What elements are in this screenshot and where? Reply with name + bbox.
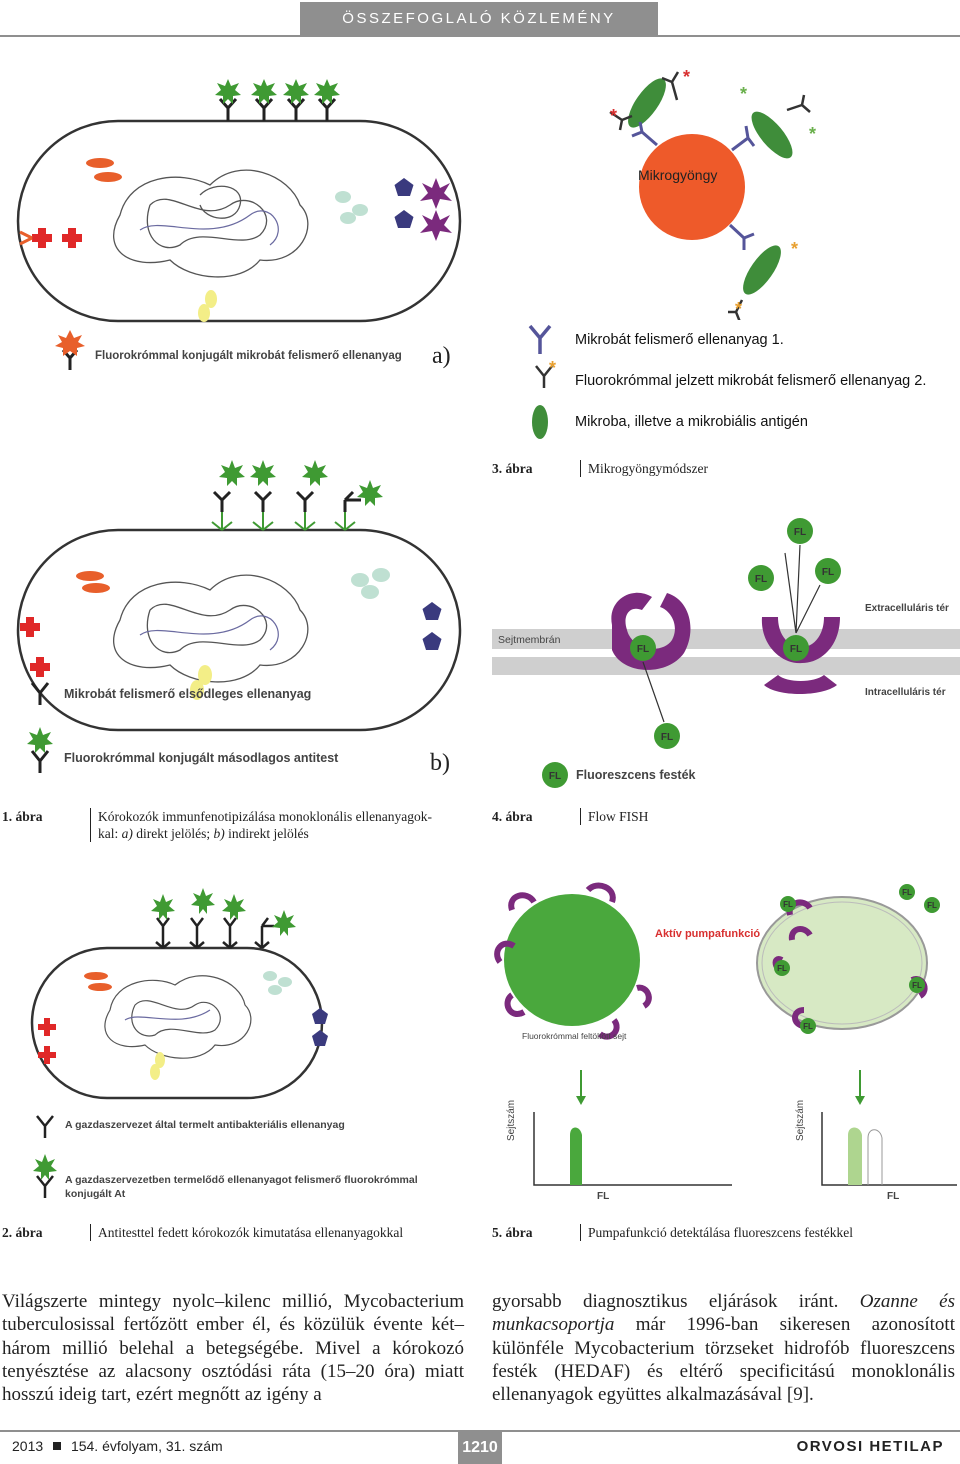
histogram-1-y-axis: Sejtszám: [506, 1099, 517, 1141]
figure-2-caption: 2. ábra Antitesttel fedett kórokozók kim…: [2, 1224, 472, 1244]
svg-text:FL: FL: [902, 888, 912, 897]
journal-name: ORVOSI HETILAP: [796, 1438, 944, 1455]
caption-separator: [580, 808, 581, 825]
figure-3-legend-1: Mikrobát felismerő ellenanyag 1.: [575, 332, 784, 348]
figure-2: [30, 888, 328, 1198]
svg-text:FL: FL: [912, 981, 922, 990]
figure-1b-legend-primary: Mikrobát felismerő elsődleges ellenanyag: [64, 687, 312, 701]
figure-1b-legend-icon-secondary: [27, 727, 53, 773]
caption-separator: [90, 808, 91, 842]
svg-text:*: *: [549, 358, 556, 378]
svg-text:*: *: [809, 124, 816, 144]
histogram-2-x-axis: FL: [887, 1191, 900, 1202]
legend-microbe-icon: [532, 405, 548, 439]
fl-label: FL: [755, 574, 767, 585]
figure-2-legend-2: A gazdaszervezetben termelődő ellenanyag…: [65, 1174, 418, 1200]
figure-2-caption-label: 2. ábra: [2, 1225, 43, 1240]
body-text-right: gyorsabb diagnosztikus eljárások iránt. …: [492, 1291, 955, 1406]
header-rule: [0, 35, 960, 37]
svg-text:*: *: [610, 106, 617, 126]
figure-1b-legend-icon-primary: [30, 682, 50, 705]
figure-1: [16, 79, 462, 773]
body-text-left: Világszerte mintegy nyolc–kilenc millió,…: [2, 1291, 464, 1406]
svg-text:*: *: [791, 239, 798, 259]
extracellular-label: Extracelluláris tér: [865, 603, 949, 614]
fl-label: FL: [822, 567, 834, 578]
fl-label: FL: [790, 644, 802, 655]
figure-1b-diagram: [16, 460, 462, 732]
figure-4-caption: 4. ábra Flow FISH: [492, 808, 952, 828]
legend-antibody-icon: [528, 324, 552, 354]
square-bullet-icon: [53, 1442, 62, 1450]
active-pump-label: Aktív pumpafunkció: [655, 928, 761, 940]
membrane-label: Sejtmembrán: [498, 634, 561, 646]
figure-4-caption-label: 4. ábra: [492, 809, 533, 824]
figure-5-caption: 5. ábra Pumpafunkció detektálása fluores…: [492, 1224, 952, 1244]
fl-label: FL: [661, 732, 673, 743]
svg-text:FL: FL: [783, 900, 793, 909]
intracellular-label: Intracelluláris tér: [865, 687, 946, 698]
footer-issue: 2013 154. évfolyam, 31. szám: [12, 1438, 223, 1454]
footer-year: 2013: [12, 1438, 44, 1454]
figure-5-caption-label: 5. ábra: [492, 1225, 533, 1240]
figure-3-legend-2: Fluorokrómmal jelzett mikrobát felismerő…: [575, 373, 927, 389]
figure-2-caption-text: Antitesttel fedett kórokozók kimutatása …: [98, 1225, 404, 1240]
svg-text:FL: FL: [777, 964, 787, 973]
figure-1-caption-text: Kórokozók immunfenotipizálása monoklonál…: [98, 809, 433, 841]
legend-labelled-antibody-icon: *: [535, 358, 556, 388]
svg-text:*: *: [683, 67, 690, 87]
svg-text:*: *: [740, 84, 747, 104]
figure-4-caption-text: Flow FISH: [588, 809, 649, 824]
figure-1b-label: b): [430, 750, 450, 776]
section-header: ÖSSZEFOGLALÓ KÖZLEMÉNY: [300, 2, 658, 36]
figure-1a-diagram: [16, 79, 462, 323]
figure-1a-label: a): [432, 343, 451, 369]
figure-4-legend: Fluoreszcens festék: [576, 768, 696, 782]
histogram-1-x-axis: FL: [597, 1191, 610, 1202]
figure-4: FL FL FL FL FL FL FL: [492, 518, 960, 788]
fl-label: FL: [549, 771, 561, 782]
svg-text:*: *: [735, 299, 742, 319]
figure-3-legend-icons: *: [528, 324, 556, 439]
caption-separator: [580, 460, 581, 477]
loaded-cell-label: Fluorokrómmal feltöltött sejt: [522, 1031, 627, 1041]
caption-separator: [580, 1224, 581, 1241]
footer-rule: [0, 1430, 960, 1432]
fl-label: FL: [637, 644, 649, 655]
figure-5: FL FL FL FL FL FL: [494, 882, 957, 1186]
figure-1b-legend-secondary: Fluorokrómmal konjugált másodlagos antit…: [64, 751, 339, 765]
figure-2-legend-1: A gazdaszervezet által termelt antibakte…: [65, 1119, 345, 1131]
page-number: 1210: [458, 1432, 502, 1464]
histogram-1: [533, 1112, 732, 1186]
figure-3-caption: 3. ábra Mikrogyöngymódszer: [492, 460, 952, 480]
figure-3-caption-text: Mikrogyöngymódszer: [588, 461, 708, 476]
figure-3-caption-label: 3. ábra: [492, 461, 533, 476]
caption-separator: [90, 1224, 91, 1241]
figure-1-caption-label: 1. ábra: [2, 809, 43, 824]
histogram-2: [821, 1112, 957, 1186]
figure-1a-legend: Fluorokrómmal konjugált mikrobát felisme…: [95, 350, 402, 362]
fl-label: FL: [794, 527, 806, 538]
footer-volume: 154. évfolyam, 31. szám: [70, 1438, 223, 1454]
figure-1-caption: 1. ábra Kórokozók immunfenotipizálása mo…: [2, 808, 472, 844]
figure-3-legend-3: Mikroba, illetve a mikrobiális antigén: [575, 414, 808, 430]
svg-text:FL: FL: [927, 901, 937, 910]
figure-1a-legend-icon: [55, 330, 85, 370]
bead-label: Mikrogyöngy: [638, 167, 718, 183]
figure-5-caption-text: Pumpafunkció detektálása fluoreszcens fe…: [588, 1225, 854, 1240]
histogram-2-y-axis: Sejtszám: [795, 1099, 806, 1141]
svg-text:FL: FL: [803, 1022, 813, 1031]
figure-3: * * * * * *: [609, 67, 816, 320]
